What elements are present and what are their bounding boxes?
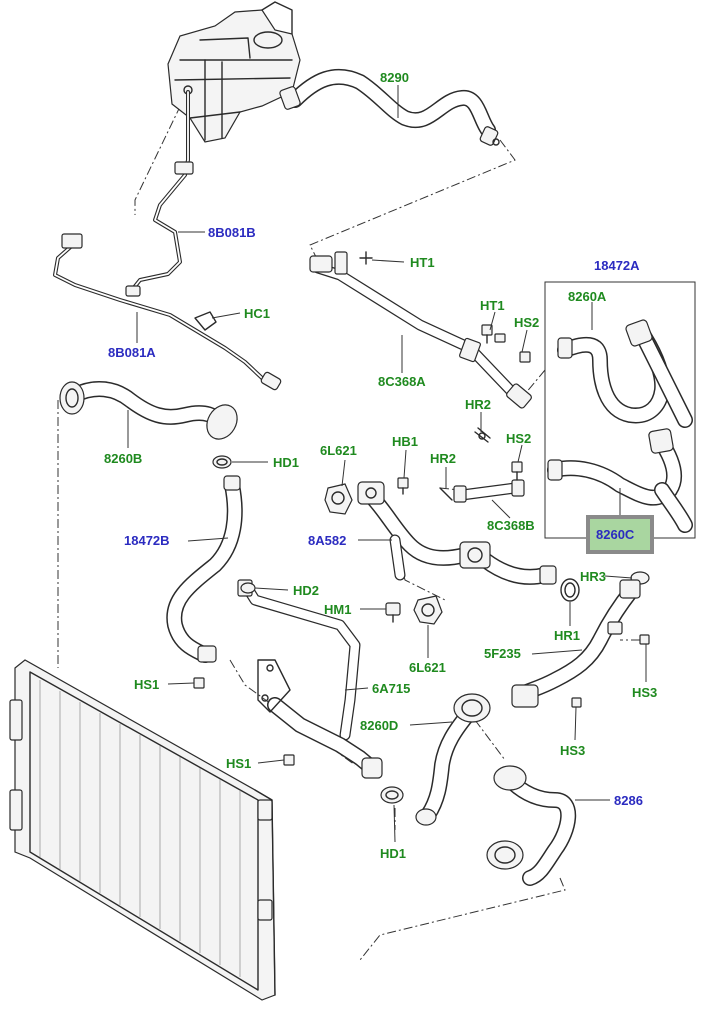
label-8a582[interactable]: 8A582 xyxy=(308,533,346,548)
clamp-hd2[interactable] xyxy=(240,582,256,594)
hose-8286[interactable] xyxy=(486,765,577,886)
label-8b081b[interactable]: 8B081B xyxy=(208,225,256,240)
highlight-box-8260c xyxy=(586,515,654,554)
label-6l621-upper[interactable]: 6L621 xyxy=(320,443,357,458)
housing-8a582[interactable] xyxy=(357,481,557,585)
label-8286[interactable]: 8286 xyxy=(614,793,643,808)
clamp-hd1-upper[interactable] xyxy=(212,455,232,469)
part-labels: 8290 8B081B 8B081A HC1 HT1 18472A 8260A … xyxy=(104,70,657,861)
clamp-hd1-lower[interactable] xyxy=(380,786,404,804)
label-8c368a[interactable]: 8C368A xyxy=(378,374,426,389)
hose-8260a[interactable] xyxy=(557,319,693,428)
bolt-hb1[interactable] xyxy=(397,477,409,495)
radiator-fins xyxy=(39,680,241,977)
label-8260a[interactable]: 8260A xyxy=(568,289,607,304)
radiator[interactable] xyxy=(9,659,276,1001)
label-8260c[interactable]: 8260C xyxy=(596,527,635,542)
clip-hr1[interactable] xyxy=(560,578,580,602)
label-18472a[interactable]: 18472A xyxy=(594,258,640,273)
pipe-8c368b[interactable] xyxy=(439,479,525,503)
label-8b081a[interactable]: 8B081A xyxy=(108,345,156,360)
label-8290[interactable]: 8290 xyxy=(380,70,409,85)
label-ht1-lower[interactable]: HT1 xyxy=(480,298,505,313)
label-8c368b[interactable]: 8C368B xyxy=(487,518,535,533)
label-hd1-lower[interactable]: HD1 xyxy=(380,846,406,861)
pipe-6a715[interactable] xyxy=(237,579,383,779)
label-hm1[interactable]: HM1 xyxy=(324,602,351,617)
label-8260b[interactable]: 8260B xyxy=(104,451,142,466)
sensor-harness-8b081a[interactable] xyxy=(53,233,282,391)
bolt-hs2[interactable] xyxy=(511,461,523,481)
label-8260d[interactable]: 8260D xyxy=(360,718,398,733)
label-hs3-lower[interactable]: HS3 xyxy=(560,743,585,758)
clip-hr2[interactable] xyxy=(474,427,491,443)
label-hr2-lower[interactable]: HR2 xyxy=(430,451,456,466)
label-hr2-upper[interactable]: HR2 xyxy=(465,397,491,412)
label-hb1[interactable]: HB1 xyxy=(392,434,418,449)
hose-5f235[interactable] xyxy=(511,579,641,708)
label-5f235[interactable]: 5F235 xyxy=(484,646,521,661)
label-6l621-lower[interactable]: 6L621 xyxy=(409,660,446,675)
sensor-hm1[interactable] xyxy=(385,602,401,623)
leader-lines xyxy=(127,85,647,843)
bolt-hs3[interactable] xyxy=(571,634,650,708)
label-hc1[interactable]: HC1 xyxy=(244,306,270,321)
label-hs1-lower[interactable]: HS1 xyxy=(226,756,251,771)
label-hd2[interactable]: HD2 xyxy=(293,583,319,598)
hose-8260b[interactable] xyxy=(59,381,243,445)
label-hs1-upper[interactable]: HS1 xyxy=(134,677,159,692)
label-hs2-lower[interactable]: HS2 xyxy=(506,431,531,446)
hose-18472b[interactable] xyxy=(166,475,243,663)
label-hr3[interactable]: HR3 xyxy=(580,569,606,584)
label-hs2-upper[interactable]: HS2 xyxy=(514,315,539,330)
hose-8260c[interactable] xyxy=(547,428,693,533)
sensor-harness-8b081b[interactable] xyxy=(125,90,194,297)
label-hr1[interactable]: HR1 xyxy=(554,628,580,643)
pipe-8c368a[interactable] xyxy=(309,251,533,409)
label-18472b[interactable]: 18472B xyxy=(124,533,170,548)
label-hs3-right[interactable]: HS3 xyxy=(632,685,657,700)
hose-8260d[interactable] xyxy=(415,693,491,826)
expansion-tank[interactable] xyxy=(167,1,301,143)
gasket-6l621-upper[interactable] xyxy=(324,483,353,515)
bolt-ht1[interactable] xyxy=(481,324,493,344)
label-ht1-upper[interactable]: HT1 xyxy=(410,255,435,270)
bolt-hs1[interactable] xyxy=(193,677,295,766)
label-6a715[interactable]: 6A715 xyxy=(372,681,410,696)
gasket-6l621-lower[interactable] xyxy=(413,595,443,625)
label-hd1-upper[interactable]: HD1 xyxy=(273,455,299,470)
hose-8290[interactable] xyxy=(279,68,500,146)
